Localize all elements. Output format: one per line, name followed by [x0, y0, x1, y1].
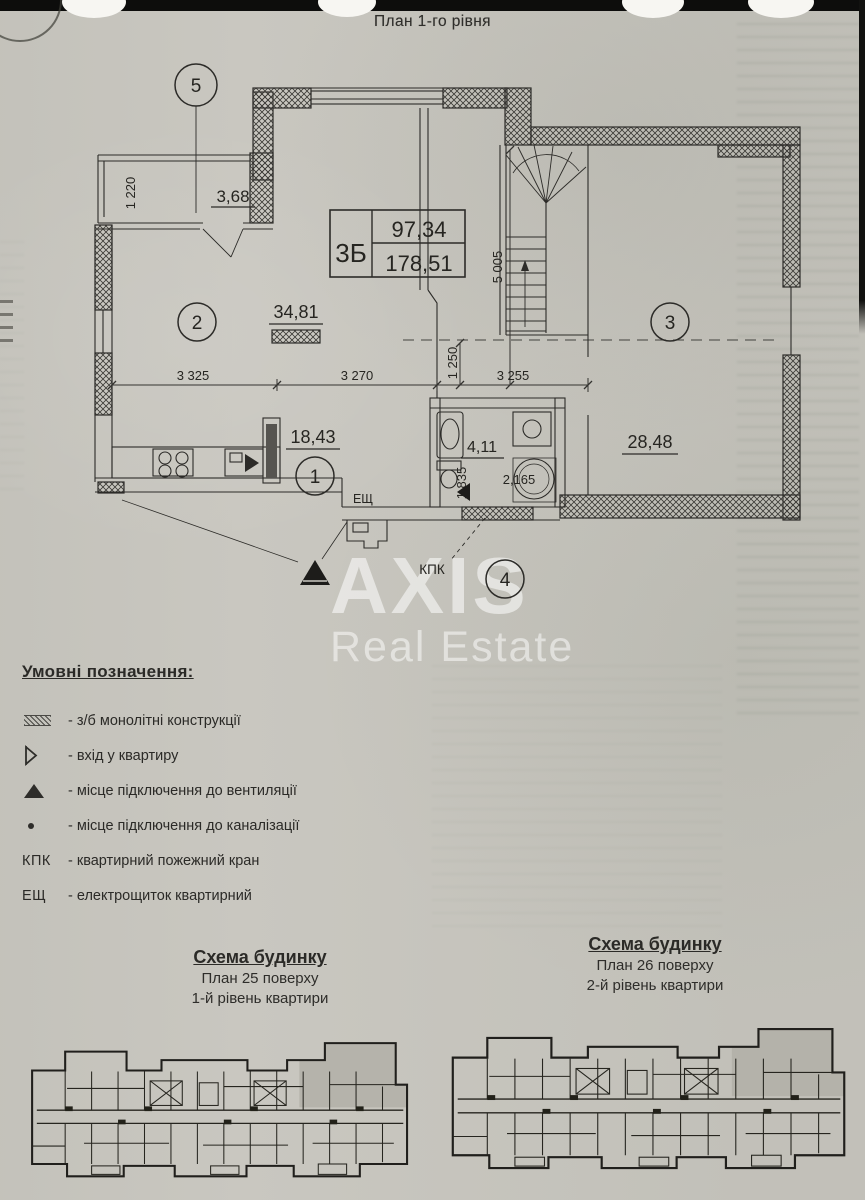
dim-5005: 5 005: [490, 251, 505, 284]
sewer-dot-icon: [28, 822, 34, 829]
legend-item-label: - електрощиток квартирний: [68, 887, 252, 904]
scheme-heading-left: Схема будинку План 25 поверху 1-й рівень…: [115, 946, 405, 1008]
room-number-1: 1: [310, 467, 321, 488]
dim-1220: 1 220: [123, 177, 138, 210]
kpk-symbol: КПК: [22, 852, 51, 869]
esch-symbol: ЕЩ: [22, 887, 47, 904]
area-room3: 28,48: [627, 432, 672, 452]
service-marks: ЕЩ КПК: [121, 492, 486, 585]
stair-direction-arrow: [521, 260, 529, 271]
vent-triangle-icon: [24, 783, 44, 798]
watermark-brand: AXIS: [330, 541, 529, 630]
watermark: AXIS Real Estate: [330, 546, 574, 669]
scan-edge-artifact: [859, 0, 865, 334]
torn-edge-artifact: [0, 0, 865, 11]
torn-edge-bump: [622, 0, 684, 18]
dim-1250: 1 250: [445, 347, 460, 380]
building-scheme-floor26: [451, 1027, 846, 1170]
legend-item: - місце підключення до каналізації: [22, 815, 442, 836]
dim-3325: 3 325: [177, 368, 210, 383]
scheme-title: Схема будинку: [588, 934, 722, 954]
monolithic-walls: [94, 87, 801, 521]
legend-item-label: - квартирний пожежний кран: [68, 852, 260, 869]
legend-item: КПК - квартирний пожежний кран: [22, 850, 442, 871]
page-title: План 1-го рівня: [374, 13, 491, 30]
watermark-subtitle: Real Estate: [330, 623, 575, 671]
scheme-subtitle: 2-й рівень квартири: [586, 976, 724, 994]
staircase: [505, 144, 587, 333]
legend-item-label: - вхід у квартиру: [68, 747, 179, 764]
tall-unit: [266, 424, 277, 478]
scheme-subtitle: План 25 поверху: [201, 970, 319, 988]
entry-door-marker: [457, 483, 470, 501]
vent-triangle-icon: [300, 560, 330, 585]
scheme-subtitle: План 26 поверху: [596, 957, 714, 975]
unit-type: 3Б: [335, 238, 367, 268]
area-room1: 18,43: [290, 427, 335, 447]
dimension-lines: [107, 145, 593, 392]
legend-item: ЕЩ - електрощиток квартирний: [22, 885, 442, 906]
esch-mark: ЕЩ: [353, 492, 373, 506]
legend-item: - місце підключення до вентиляції: [22, 780, 442, 801]
pencil-scribble-artifact: [0, 296, 13, 342]
legend-title: Умовні позначення:: [22, 662, 194, 681]
area-room5: 3,68: [216, 187, 249, 206]
unit-level-area: 97,34: [391, 217, 446, 242]
room-number-4: 4: [500, 570, 511, 591]
unit-total-area: 178,51: [385, 251, 452, 276]
room-numbers: 5 2 3 1 4: [174, 63, 690, 599]
room-number-5: 5: [191, 76, 202, 97]
dim-3255: 3 255: [497, 368, 530, 383]
bleedthrough-artifact: [432, 665, 722, 927]
bathroom-fixtures: [436, 411, 557, 503]
area-room2: 34,81: [273, 302, 318, 322]
scheme-subtitle: 1-й рівень квартири: [191, 989, 329, 1007]
torn-edge-bump: [748, 0, 814, 18]
bleedthrough-artifact: [0, 238, 24, 490]
kitchen-fixtures: [111, 417, 281, 484]
torn-edge-bump: [62, 0, 126, 18]
legend-item: - вхід у квартиру: [22, 745, 442, 766]
scheme-heading-right: Схема будинку План 26 поверху 2-й рівень…: [505, 933, 805, 995]
legend-item-label: - місце підключення до каналізації: [68, 817, 300, 834]
area-labels: 3,68 34,81 18,43 4,11 28,48: [211, 187, 678, 459]
sink-marker: [245, 454, 259, 472]
scheme-title: Схема будинку: [193, 947, 327, 967]
floor-plan-level1: 3 325 3 270 3 255 1 250 5 005 1 220 2,16…: [94, 63, 801, 599]
legend: Умовні позначення: - з/б монолітні конст…: [22, 662, 442, 920]
torn-edge-bump: [318, 0, 376, 17]
pencil-circle-artifact: [0, 0, 62, 42]
legend-item: - з/б монолітні конструкції: [22, 710, 442, 731]
unit-info-box: 3Б 97,34 178,51: [329, 209, 466, 278]
hatched-bar-icon: [24, 715, 51, 726]
kpk-mark: КПК: [419, 562, 445, 577]
legend-item-label: - місце підключення до вентиляції: [68, 782, 297, 799]
room-number-3: 3: [665, 313, 676, 334]
area-room4: 4,11: [467, 439, 497, 456]
dim-3270: 3 270: [341, 368, 374, 383]
partition-walls: [94, 87, 800, 549]
room-number-2: 2: [192, 313, 203, 334]
legend-item-label: - з/б монолітні конструкції: [68, 712, 241, 729]
building-scheme-floor25: [31, 1042, 409, 1178]
entry-arrow-icon: [25, 745, 38, 766]
